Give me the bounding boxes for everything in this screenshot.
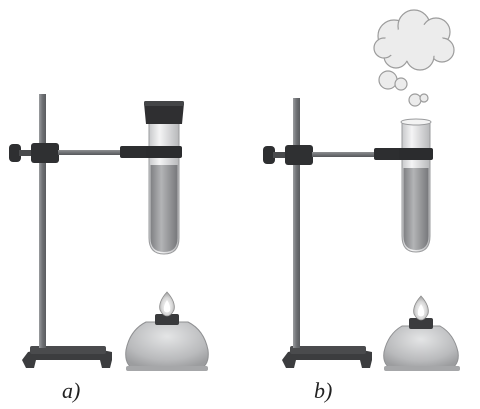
lamp-cap-a xyxy=(155,314,179,325)
tube-stopper-a xyxy=(144,103,184,124)
panel-b xyxy=(263,9,460,371)
vapour-puff-3 xyxy=(408,93,422,107)
panel-b-label: b) xyxy=(314,378,333,403)
stand-base-a xyxy=(22,350,112,368)
stand-rod-b xyxy=(293,98,300,348)
lamp-foot-a xyxy=(126,366,208,371)
vapour-puff-4 xyxy=(419,93,429,103)
tube-mouth-b xyxy=(400,118,432,126)
clamp-jaw-front-a xyxy=(146,146,182,158)
stand-rod-a xyxy=(39,94,46,348)
clamp-knob-b xyxy=(263,146,275,164)
clamp-knob-a xyxy=(9,144,21,162)
clamp-boss-a xyxy=(31,143,59,163)
stand-base-top-b xyxy=(290,346,366,354)
stand-base-top-a xyxy=(30,346,106,354)
lamp-foot-b xyxy=(384,366,460,371)
clamp-boss-b xyxy=(285,145,313,165)
panel-a-label: a) xyxy=(62,378,81,403)
tube-stopper-top-a xyxy=(144,101,184,106)
tube-liquid-b xyxy=(403,168,429,250)
vapour-puff-2 xyxy=(394,77,408,91)
clamp-screw-a xyxy=(19,150,33,156)
clamp-screw-b xyxy=(273,152,287,158)
spirit-lamp-b xyxy=(383,325,459,371)
clamp-arm-a xyxy=(58,150,126,155)
flame-core-b xyxy=(417,304,425,317)
spirit-lamp-a xyxy=(125,321,209,371)
flame-core-a xyxy=(163,300,171,313)
lamp-cap-b xyxy=(409,318,433,329)
panel-a xyxy=(9,94,209,371)
stand-base-b xyxy=(282,350,372,368)
tube-liquid-a xyxy=(150,165,178,252)
vapour-cloud-fill-b xyxy=(384,22,444,62)
vapour-puff-1 xyxy=(378,70,398,90)
clamp-arm-b xyxy=(312,152,380,157)
clamp-jaw-front-b xyxy=(399,148,433,160)
